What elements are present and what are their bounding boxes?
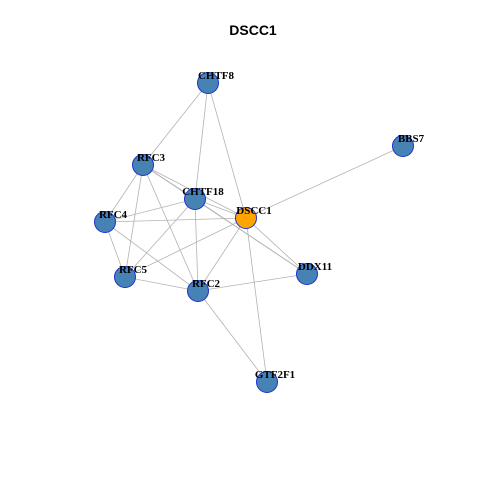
node-label-chtf18: CHTF18 <box>182 186 224 198</box>
edge-chtf18-rfc5 <box>124 198 196 278</box>
edge-chtf8-chtf18 <box>194 82 209 200</box>
edge-dscc1-rfc5 <box>124 217 247 278</box>
node-rfc3 <box>132 154 154 176</box>
edge-dscc1-rfc4 <box>104 217 247 223</box>
node-bbs7 <box>392 135 414 157</box>
node-dscc1 <box>235 207 257 229</box>
edge-rfc4-rfc2 <box>104 221 199 292</box>
node-gtf2f1 <box>256 371 278 393</box>
edge-rfc2-ddx11 <box>197 273 308 292</box>
edge-bbs7-dscc1 <box>245 145 404 219</box>
node-label-rfc2: RFC2 <box>192 278 221 290</box>
edge-rfc5-rfc2 <box>124 276 199 292</box>
edge-layer <box>104 82 404 383</box>
node-rfc4 <box>94 211 116 233</box>
edge-chtf18-rfc4 <box>104 198 196 223</box>
node-chtf18 <box>184 188 206 210</box>
node-label-chtf8: CHTF8 <box>198 70 235 82</box>
edge-rfc3-rfc4 <box>104 164 144 223</box>
node-ddx11 <box>296 263 318 285</box>
node-rfc2 <box>187 280 209 302</box>
edge-chtf8-dscc1 <box>207 82 247 219</box>
node-layer <box>94 72 414 393</box>
node-label-ddx11: DDX11 <box>298 261 332 273</box>
edge-dscc1-rfc2 <box>197 217 247 292</box>
node-label-dscc1: DSCC1 <box>236 205 271 217</box>
edge-chtf18-rfc2 <box>194 198 199 292</box>
edge-chtf18-ddx11 <box>194 198 308 275</box>
node-rfc5 <box>114 266 136 288</box>
node-label-bbs7: BBS7 <box>398 133 425 145</box>
graph-title: DSCC1 <box>229 22 277 38</box>
node-label-rfc4: RFC4 <box>99 209 128 221</box>
edge-rfc2-gtf2f1 <box>197 290 268 383</box>
edge-dscc1-ddx11 <box>245 217 308 275</box>
edge-dscc1-gtf2f1 <box>245 217 268 383</box>
node-chtf8 <box>197 72 219 94</box>
node-label-gtf2f1: GTF2F1 <box>255 369 295 381</box>
edge-chtf8-rfc3 <box>142 82 209 166</box>
node-label-rfc3: RFC3 <box>137 152 166 164</box>
edge-rfc3-rfc2 <box>142 164 199 292</box>
node-label-rfc5: RFC5 <box>119 264 148 276</box>
